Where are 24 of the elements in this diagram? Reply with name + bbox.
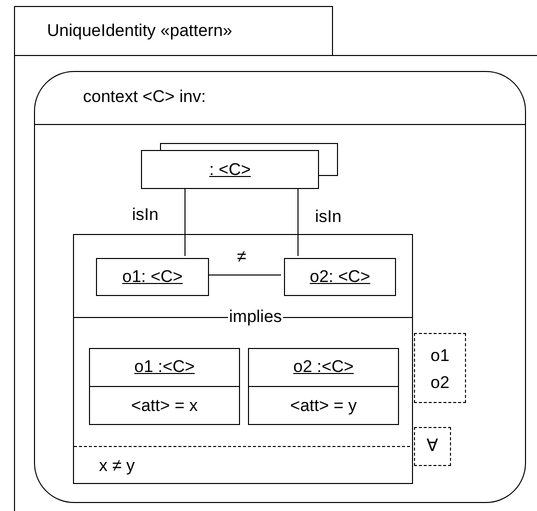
object-name: o1 :<C> bbox=[133, 357, 196, 377]
attribute-value: <att> = x bbox=[130, 396, 199, 416]
implication-box bbox=[73, 234, 413, 484]
object-box bbox=[96, 258, 209, 296]
object-name: : <C> bbox=[208, 160, 252, 180]
dashed-tag-box bbox=[414, 427, 451, 466]
object-name: o2 :<C> bbox=[292, 357, 355, 377]
package-frame bbox=[14, 6, 537, 511]
object-name: o1: <C> bbox=[121, 267, 184, 287]
object-box bbox=[284, 258, 396, 296]
frame-title-tab: UniqueIdentity «pattern» bbox=[14, 6, 333, 56]
object-box bbox=[248, 348, 399, 425]
dashed-tag-box bbox=[414, 333, 466, 403]
context-heading: context <C> inv: bbox=[83, 87, 206, 107]
constraint-expression: x ≠ y bbox=[99, 456, 135, 476]
multi-object-box bbox=[141, 143, 338, 189]
object-name: o2: <C> bbox=[308, 267, 372, 287]
attribute-value: <att> = y bbox=[289, 396, 358, 416]
quantifier-text: o1 o2 bbox=[430, 345, 450, 394]
connector-line bbox=[184, 188, 186, 256]
quantifier-text: ∀ bbox=[426, 436, 440, 456]
object-box bbox=[89, 348, 240, 425]
implies-keyword: implies bbox=[228, 307, 283, 327]
constraint-box bbox=[34, 71, 526, 503]
